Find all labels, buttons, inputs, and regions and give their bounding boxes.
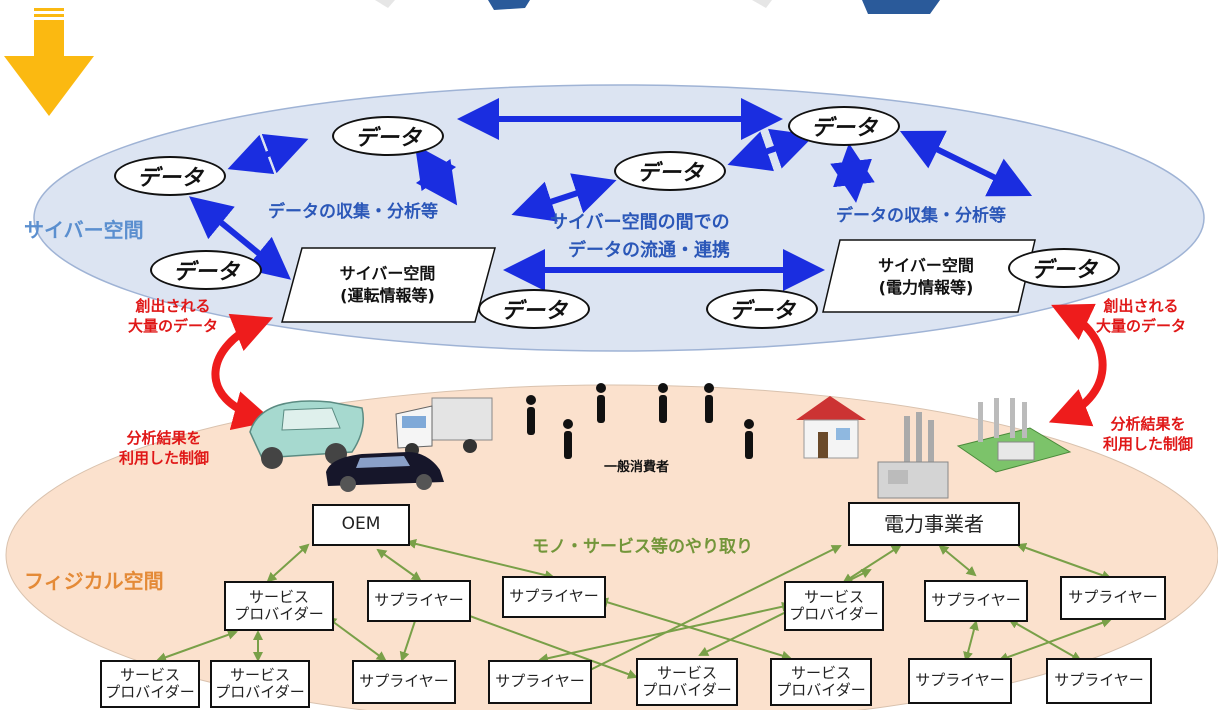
physical-space-title: フィジカル空間 [24, 569, 164, 593]
exchange-label: モノ・サービス等のやり取り [532, 537, 753, 557]
data-node: データ [614, 151, 726, 191]
cyber-box-left-line1: サイバー空間 [339, 264, 436, 284]
data-node: データ [1008, 248, 1120, 288]
service-provider-box: サービスプロバイダー [210, 660, 310, 708]
control-left: 分析結果を 利用した制御 [108, 428, 220, 469]
cyber-flow-line2: データの流通・連携 [568, 240, 730, 261]
created-data-left-line2: 大量のデータ [127, 317, 218, 336]
service-provider-box: サービスプロバイダー [100, 660, 200, 708]
cyber-box-left [281, 247, 496, 323]
control-left-line2: 利用した制御 [118, 449, 209, 468]
provider-line1: サービス [229, 665, 290, 684]
collect-analyze-left: データの収集・分析等 [268, 202, 438, 222]
control-right: 分析結果を 利用した制御 [1092, 414, 1204, 455]
service-provider-box: サービスプロバイダー [770, 658, 872, 706]
data-node: データ [332, 116, 444, 156]
collect-analyze-right: データの収集・分析等 [836, 206, 1006, 226]
supplier-box: サプライヤー [367, 580, 471, 622]
provider-line1: サービス [790, 663, 851, 682]
created-data-right: 創出される 大量のデータ [1086, 296, 1196, 337]
data-node: データ [478, 289, 590, 329]
power-plant-icon [956, 398, 1072, 473]
person-icon [526, 395, 536, 435]
cyber-box-right-line2: (電力情報等) [878, 278, 974, 297]
red-arrows [211, 303, 1107, 431]
provider-line2: プロバイダー [234, 605, 324, 623]
data-node: データ [788, 106, 900, 146]
data-node: データ [706, 289, 818, 329]
person-icon [658, 383, 668, 423]
truck-icon [395, 397, 493, 457]
cyber-box-right [822, 239, 1036, 313]
house-icon [796, 396, 866, 459]
supplier-box: サプライヤー [488, 660, 592, 704]
created-data-left: 創出される 大量のデータ [118, 296, 228, 337]
control-right-line1: 分析結果を [1110, 415, 1186, 433]
created-data-right-line2: 大量のデータ [1095, 317, 1186, 336]
sedan-icon [326, 452, 444, 492]
provider-line2: プロバイダー [789, 605, 879, 623]
control-right-line2: 利用した制御 [1102, 435, 1193, 454]
top-icon-fragment-2 [862, 0, 940, 14]
top-arrow-fragment-2 [752, 0, 772, 8]
service-provider-box: サービスプロバイダー [784, 581, 884, 631]
provider-line1: サービス [248, 587, 309, 606]
supplier-box: サプライヤー [908, 658, 1012, 704]
oem-box: OEM [312, 504, 410, 546]
factory-icon [877, 412, 949, 499]
person-icon [563, 419, 573, 459]
control-left-line1: 分析結果を [126, 429, 202, 447]
service-provider-box: サービスプロバイダー [224, 581, 334, 631]
provider-line2: プロバイダー [642, 681, 732, 699]
blue-arrows [189, 98, 1033, 291]
supplier-box: サプライヤー [924, 580, 1028, 622]
person-icon [596, 383, 606, 423]
supplier-box: サプライヤー [1046, 658, 1152, 704]
down-arrow-icon [4, 8, 94, 116]
cyber-box-left-line2: (運転情報等) [340, 286, 435, 305]
provider-line1: サービス [656, 663, 717, 682]
cyber-space-title: サイバー空間 [24, 218, 144, 242]
top-arrow-fragment [375, 0, 395, 8]
power-company-box: 電力事業者 [848, 502, 1020, 546]
service-provider-box: サービスプロバイダー [636, 658, 738, 706]
person-icon [744, 419, 754, 459]
provider-line1: サービス [119, 665, 180, 684]
cyber-flow-line1: サイバー空間の間での [550, 212, 730, 233]
cyber-box-right-label: サイバー空間 (電力情報等) [826, 242, 1026, 312]
top-icon-fragment [488, 0, 530, 10]
supplier-box: サプライヤー [352, 660, 456, 704]
person-icons [526, 383, 754, 459]
created-data-right-line1: 創出される [1103, 297, 1179, 315]
provider-line1: サービス [803, 587, 864, 606]
data-node: データ [114, 156, 226, 196]
supplier-box: サプライヤー [1060, 576, 1166, 620]
cyber-box-right-line1: サイバー空間 [878, 256, 974, 276]
provider-line2: プロバイダー [215, 683, 305, 701]
data-node: データ [150, 250, 262, 290]
provider-line2: プロバイダー [776, 681, 866, 699]
created-data-left-line1: 創出される [135, 297, 211, 315]
supplier-box: サプライヤー [502, 576, 606, 618]
cyber-box-left-label: サイバー空間 (運転情報等) [290, 250, 485, 320]
person-icon [704, 383, 714, 423]
provider-line2: プロバイダー [105, 683, 195, 701]
consumers-label: 一般消費者 [604, 460, 670, 475]
car-icon [249, 400, 364, 469]
